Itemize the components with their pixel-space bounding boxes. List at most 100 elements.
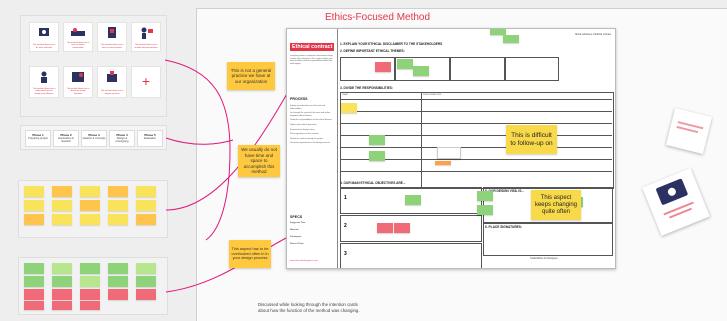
canvas-sticky[interactable]: [369, 151, 385, 161]
themes-box[interactable]: [450, 57, 505, 81]
sticky-note[interactable]: [52, 263, 72, 274]
illustration-icon: [36, 70, 52, 85]
sticky-note[interactable]: [136, 214, 156, 225]
sticky-note[interactable]: [136, 263, 156, 274]
canvas-sticky[interactable]: [375, 62, 391, 72]
sticky-note[interactable]: [108, 276, 128, 287]
sticky-note[interactable]: [24, 276, 44, 287]
sticky-note[interactable]: [108, 289, 128, 300]
table-row: [340, 99, 612, 112]
add-card-button[interactable]: +: [131, 66, 161, 98]
sticky-note[interactable]: [24, 214, 44, 225]
objective-number: 3: [344, 251, 347, 257]
step3-label: 3. DIVIDE THE RESPONSIBILITIES:: [340, 86, 393, 90]
process-step: Revisit the contract during the project.: [290, 137, 324, 140]
theme-card[interactable]: This method allows me to have an easier …: [63, 22, 93, 52]
theme-card[interactable]: This method allows me to include more pe…: [131, 22, 161, 52]
themes-box[interactable]: [505, 57, 559, 81]
sticky-note[interactable]: [108, 186, 128, 197]
process-steps: Explain your disclaimer to the team and …: [290, 105, 334, 145]
objective-box[interactable]: [340, 215, 482, 242]
sticky-note[interactable]: [52, 200, 72, 211]
sticky-note[interactable]: [136, 186, 156, 197]
process-step: Place signatures on the contract.: [290, 133, 320, 136]
sticky-note[interactable]: [108, 200, 128, 211]
theme-card[interactable]: This method allows me to support my team: [97, 66, 127, 98]
canvas-sticky[interactable]: [377, 223, 393, 233]
signatures-box[interactable]: [483, 223, 613, 256]
canvas-sticky[interactable]: [503, 35, 519, 43]
sticky-note[interactable]: [52, 289, 72, 300]
annotation-sticky[interactable]: This aspect keeps changing quite often: [531, 190, 581, 220]
themes-box[interactable]: [395, 57, 450, 81]
objective-box[interactable]: [340, 243, 482, 268]
footer-link[interactable]: www.ethicsfordesigners.com: [290, 260, 318, 262]
responsibilities-table[interactable]: [340, 92, 614, 189]
theme-card[interactable]: This method allows me to focus on other …: [97, 22, 127, 52]
board-caption: Discussed while looking through the inte…: [258, 302, 360, 313]
sticky-note[interactable]: [80, 214, 100, 225]
canvas-sticky[interactable]: [477, 191, 493, 201]
sticky-note[interactable]: [80, 301, 100, 310]
illustration-icon: [36, 26, 52, 41]
sticky-note[interactable]: [108, 263, 128, 274]
canvas-sticky[interactable]: [490, 29, 506, 35]
ethical-contract-canvas[interactable]: Ethical contract Designing within a corp…: [286, 28, 616, 269]
illustration-icon: [70, 26, 86, 41]
sticky-note[interactable]: [24, 301, 44, 310]
annotation-sticky[interactable]: This aspect has to be overlooked often i…: [229, 240, 271, 268]
canvas-sticky[interactable]: [435, 161, 451, 165]
theme-card[interactable]: This method allows me to be more reflect…: [29, 22, 59, 52]
sticky-note[interactable]: [24, 289, 44, 300]
canvas-sticky[interactable]: [341, 103, 357, 113]
contract-intro: Designing within a corporate environment…: [290, 55, 333, 65]
sticky-note[interactable]: [136, 200, 156, 211]
sticky-note[interactable]: [52, 214, 72, 225]
sticky-note[interactable]: [24, 200, 44, 211]
canvas-sticky[interactable]: [413, 66, 429, 76]
table-row: [340, 123, 612, 136]
themes-box[interactable]: [340, 57, 395, 81]
sticky-note[interactable]: [80, 263, 100, 274]
specs-phase: Phase & Place: [290, 243, 304, 245]
objective-number: 2: [344, 223, 347, 229]
sticky-note[interactable]: [52, 276, 72, 287]
theme-card[interactable]: This method allows me to decide on desig…: [63, 66, 93, 98]
tilted-card[interactable]: [642, 168, 710, 236]
sticky-note[interactable]: [108, 214, 128, 225]
canvas-sticky[interactable]: [369, 135, 385, 145]
canvas-sticky[interactable]: [477, 205, 493, 215]
green-red-sticky-group: [18, 257, 168, 315]
theme-card[interactable]: This method allows me to understand how …: [29, 66, 59, 98]
sticky-note[interactable]: [24, 186, 44, 197]
sticky-note[interactable]: [24, 263, 44, 274]
process-step: Divide the responsibilities of the ethic…: [290, 119, 333, 122]
canvas-sticky[interactable]: [405, 195, 421, 205]
sticky-note[interactable]: [136, 276, 156, 287]
process-step: Define main ethical objectives.: [290, 123, 318, 126]
annotation-sticky[interactable]: This is not a general practice we have a…: [227, 62, 275, 90]
canvas-sticky[interactable]: [394, 223, 410, 233]
annotation-sticky[interactable]: We usually do not have time and space to…: [238, 145, 280, 177]
sticky-note[interactable]: [80, 200, 100, 211]
sticky-note[interactable]: [52, 186, 72, 197]
sticky-note[interactable]: [80, 186, 100, 197]
canvas-sticky[interactable]: [437, 147, 461, 159]
contract-sidebar: Ethical contract Designing within a corp…: [287, 29, 338, 268]
sticky-note[interactable]: [80, 289, 100, 300]
process-step: Formulate the design vision.: [290, 128, 316, 131]
table-row: [340, 111, 612, 124]
process-heading: PROCESS: [290, 97, 308, 101]
illustration-icon: [104, 26, 120, 41]
annotation-sticky[interactable]: This is difficult to follow-up on: [506, 125, 557, 154]
step5-label: 5. OUR DESIGN VISIL IS...: [485, 189, 525, 193]
canvas-sticky[interactable]: [397, 59, 413, 69]
sticky-note[interactable]: [52, 301, 72, 310]
sticky-note[interactable]: [80, 276, 100, 287]
sticky-note[interactable]: [136, 289, 156, 300]
